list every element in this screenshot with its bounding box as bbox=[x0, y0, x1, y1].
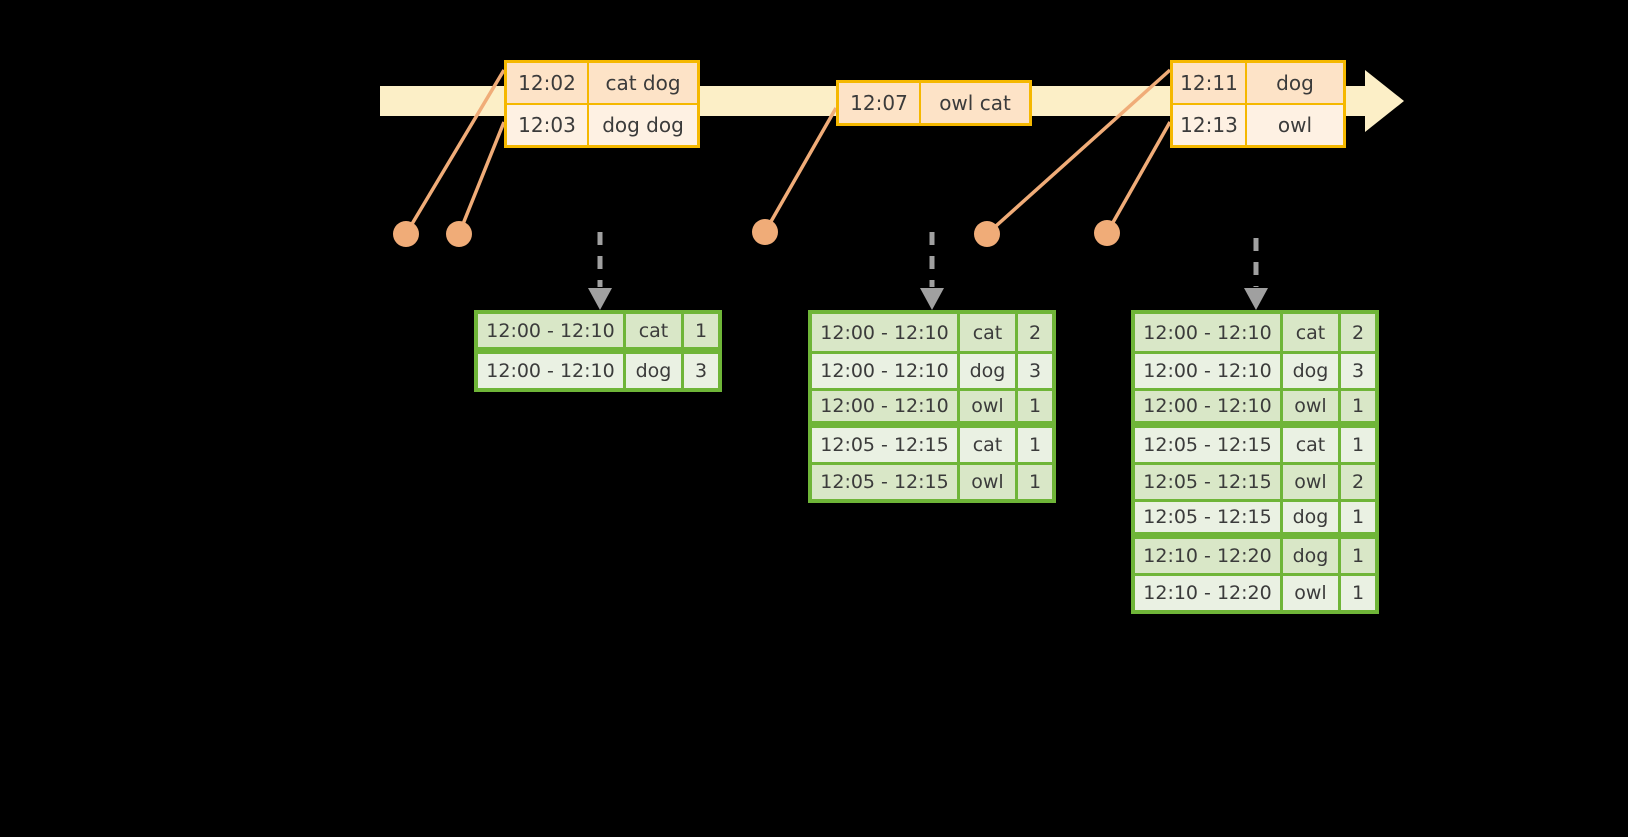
count-cell: 1 bbox=[1028, 395, 1042, 417]
event-group-1[interactable]: 12:02 cat dog 12:03 dog dog bbox=[504, 60, 700, 148]
count-cell: 1 bbox=[1351, 395, 1365, 417]
table-row[interactable]: 12:05 - 12:15 cat 1 bbox=[812, 425, 1052, 462]
word-cell: dog bbox=[626, 354, 684, 388]
count-cell: 3 bbox=[1351, 360, 1365, 382]
word-cell: dog bbox=[1283, 354, 1341, 388]
event-row[interactable]: 12:07 owl cat bbox=[839, 83, 1029, 123]
window-cell: 12:00 - 12:10 bbox=[812, 354, 960, 388]
table-row[interactable]: 12:00 - 12:10 cat 2 bbox=[1135, 314, 1375, 351]
event-group-3[interactable]: 12:11 dog 12:13 owl bbox=[1170, 60, 1346, 148]
event-time: 12:13 bbox=[1173, 105, 1247, 145]
count-cell: 2 bbox=[1028, 321, 1042, 344]
table-row[interactable]: 12:00 - 12:10 cat 1 bbox=[478, 314, 718, 351]
word-cell: cat bbox=[1283, 428, 1341, 462]
word-cell: dog bbox=[960, 354, 1018, 388]
event-row[interactable]: 12:13 owl bbox=[1173, 103, 1343, 145]
connector-dots bbox=[393, 219, 1120, 247]
count-cell: 1 bbox=[1351, 434, 1365, 456]
window-cell: 12:00 - 12:10 bbox=[1135, 314, 1283, 351]
window-cell: 12:05 - 12:15 bbox=[812, 465, 960, 499]
table-row[interactable]: 12:00 - 12:10 dog 3 bbox=[1135, 351, 1375, 388]
window-cell: 12:05 - 12:15 bbox=[812, 428, 960, 462]
count-cell: 1 bbox=[1028, 471, 1042, 493]
word-cell: cat bbox=[960, 428, 1018, 462]
dot-3 bbox=[752, 219, 778, 245]
window-cell: 12:05 - 12:15 bbox=[1135, 465, 1283, 499]
dot-2 bbox=[446, 221, 472, 247]
connector-lines bbox=[404, 68, 1172, 236]
event-time: 12:03 bbox=[507, 105, 589, 145]
window-cell: 12:00 - 12:10 bbox=[1135, 354, 1283, 388]
table-row[interactable]: 12:00 - 12:10 cat 2 bbox=[812, 314, 1052, 351]
result-table-1[interactable]: 12:00 - 12:10 cat 1 12:00 - 12:10 dog 3 bbox=[474, 310, 722, 392]
count-cell: 1 bbox=[1351, 506, 1365, 528]
event-row[interactable]: 12:11 dog bbox=[1173, 63, 1343, 103]
window-cell: 12:05 - 12:15 bbox=[1135, 428, 1283, 462]
word-cell: dog bbox=[1283, 539, 1341, 573]
table-row[interactable]: 12:05 - 12:15 cat 1 bbox=[1135, 425, 1375, 462]
word-cell: owl bbox=[960, 391, 1018, 421]
event-row[interactable]: 12:02 cat dog bbox=[507, 63, 697, 103]
window-cell: 12:00 - 12:10 bbox=[1135, 391, 1283, 421]
count-cell: 3 bbox=[694, 360, 708, 382]
table-row[interactable]: 12:00 - 12:10 owl 1 bbox=[812, 388, 1052, 425]
event-words: dog bbox=[1276, 71, 1314, 95]
event-words: owl bbox=[1277, 113, 1313, 137]
window-cell: 12:00 - 12:10 bbox=[812, 314, 960, 351]
table-row[interactable]: 12:00 - 12:10 owl 1 bbox=[1135, 388, 1375, 425]
window-cell: 12:00 - 12:10 bbox=[478, 314, 626, 347]
word-cell: cat bbox=[1283, 314, 1341, 351]
word-cell: owl bbox=[1283, 576, 1341, 610]
table-row[interactable]: 12:10 - 12:20 dog 1 bbox=[1135, 536, 1375, 573]
count-cell: 2 bbox=[1351, 321, 1365, 344]
table-row[interactable]: 12:00 - 12:10 dog 3 bbox=[812, 351, 1052, 388]
count-cell: 3 bbox=[1028, 360, 1042, 382]
event-words: dog dog bbox=[602, 113, 684, 137]
word-cell: owl bbox=[1283, 465, 1341, 499]
window-cell: 12:05 - 12:15 bbox=[1135, 502, 1283, 532]
count-cell: 1 bbox=[1028, 434, 1042, 456]
event-time: 12:11 bbox=[1173, 63, 1247, 103]
window-cell: 12:10 - 12:20 bbox=[1135, 576, 1283, 610]
word-cell: cat bbox=[960, 314, 1018, 351]
table-row[interactable]: 12:05 - 12:15 owl 1 bbox=[812, 462, 1052, 499]
count-cell: 1 bbox=[1351, 582, 1365, 604]
event-words: cat dog bbox=[605, 71, 681, 95]
result-table-3[interactable]: 12:00 - 12:10 cat 2 12:00 - 12:10 dog 3 … bbox=[1131, 310, 1379, 614]
event-group-2[interactable]: 12:07 owl cat bbox=[836, 80, 1032, 126]
event-words: owl cat bbox=[939, 91, 1011, 115]
event-time: 12:02 bbox=[507, 63, 589, 103]
table-row[interactable]: 12:00 - 12:10 dog 3 bbox=[478, 351, 718, 388]
event-row[interactable]: 12:03 dog dog bbox=[507, 103, 697, 145]
word-cell: dog bbox=[1283, 502, 1341, 532]
count-cell: 1 bbox=[694, 319, 708, 342]
count-cell: 2 bbox=[1351, 471, 1365, 493]
event-time: 12:07 bbox=[839, 83, 921, 123]
dashed-arrows bbox=[597, 232, 1259, 287]
table-row[interactable]: 12:05 - 12:15 owl 2 bbox=[1135, 462, 1375, 499]
count-cell: 1 bbox=[1351, 545, 1365, 567]
window-cell: 12:00 - 12:10 bbox=[812, 391, 960, 421]
dot-4 bbox=[974, 221, 1000, 247]
word-cell: cat bbox=[626, 314, 684, 347]
dot-1 bbox=[393, 221, 419, 247]
window-cell: 12:10 - 12:20 bbox=[1135, 539, 1283, 573]
window-cell: 12:00 - 12:10 bbox=[478, 354, 626, 388]
result-table-2[interactable]: 12:00 - 12:10 cat 2 12:00 - 12:10 dog 3 … bbox=[808, 310, 1056, 503]
word-cell: owl bbox=[960, 465, 1018, 499]
table-row[interactable]: 12:10 - 12:20 owl 1 bbox=[1135, 573, 1375, 610]
word-cell: owl bbox=[1283, 391, 1341, 421]
table-row[interactable]: 12:05 - 12:15 dog 1 bbox=[1135, 499, 1375, 536]
dashed-arrow-heads bbox=[588, 288, 1268, 310]
dot-5 bbox=[1094, 220, 1120, 246]
